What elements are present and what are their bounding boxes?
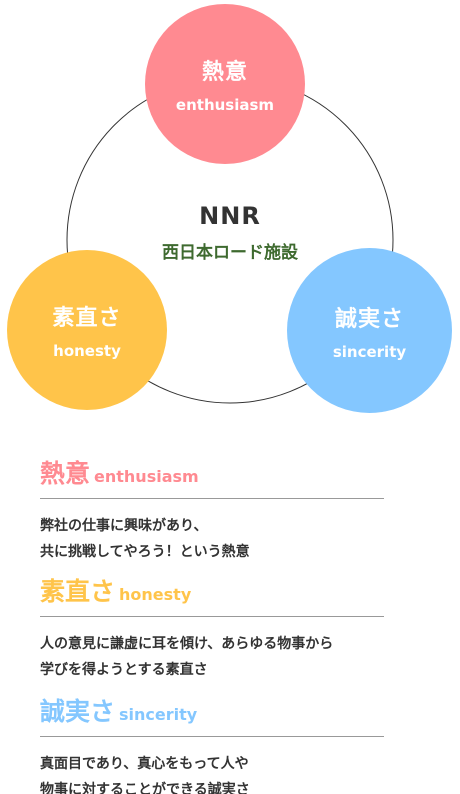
description-line: 学びを得ようとする素直さ <box>40 662 208 678</box>
section-title-jp: 素直さ <box>40 577 116 606</box>
sincerity-circle: 誠実さ sincerity <box>287 248 452 413</box>
enthusiasm-circle-jp: 熱意 <box>201 60 248 85</box>
section-description: 真面目であり、真心をもって人や 物事に対することができる誠実さ <box>40 737 384 794</box>
section-title-en: enthusiasm <box>94 467 199 486</box>
section-title-jp: 熱意 <box>40 459 91 488</box>
description-line: 共に挑戦してやろう！という熱意 <box>40 544 250 560</box>
section-enthusiasm: 熱意 enthusiasm 弊社の仕事に興味があり、 共に挑戦してやろう！という… <box>40 454 384 565</box>
sincerity-circle-jp: 誠実さ <box>334 306 404 332</box>
section-heading: 熱意 enthusiasm <box>40 454 384 499</box>
enthusiasm-circle: 熱意 enthusiasm <box>145 4 305 164</box>
description-line: 弊社の仕事に興味があり、 <box>40 518 208 534</box>
honesty-circle: 素直さ honesty <box>7 250 167 410</box>
section-title-en: sincerity <box>119 705 198 724</box>
honesty-circle-jp: 素直さ <box>52 306 122 331</box>
description-line: 人の意見に謙虚に耳を傾け、あらゆる物事から <box>40 636 334 652</box>
description-line: 物事に対することができる誠実さ <box>40 782 250 794</box>
section-heading: 誠実さ sincerity <box>40 692 384 737</box>
honesty-circle-en: honesty <box>53 342 121 360</box>
values-diagram: 熱意 enthusiasm 素直さ honesty 誠実さ sincerity … <box>7 4 452 413</box>
section-title-jp: 誠実さ <box>40 697 116 726</box>
section-description: 人の意見に謙虚に耳を傾け、あらゆる物事から 学びを得ようとする素直さ <box>40 617 384 683</box>
section-honesty: 素直さ honesty 人の意見に謙虚に耳を傾け、あらゆる物事から 学びを得よう… <box>40 572 384 683</box>
section-heading: 素直さ honesty <box>40 572 384 617</box>
sincerity-circle-en: sincerity <box>332 342 407 361</box>
section-sincerity: 誠実さ sincerity 真面目であり、真心をもって人や 物事に対することがで… <box>40 692 384 794</box>
center-title: NNR <box>199 202 261 230</box>
enthusiasm-circle-en: enthusiasm <box>175 96 275 114</box>
center-subtitle: 西日本ロード施設 <box>162 243 298 263</box>
section-title-en: honesty <box>119 585 192 604</box>
section-description: 弊社の仕事に興味があり、 共に挑戦してやろう！という熱意 <box>40 499 384 565</box>
description-line: 真面目であり、真心をもって人や <box>40 756 249 772</box>
